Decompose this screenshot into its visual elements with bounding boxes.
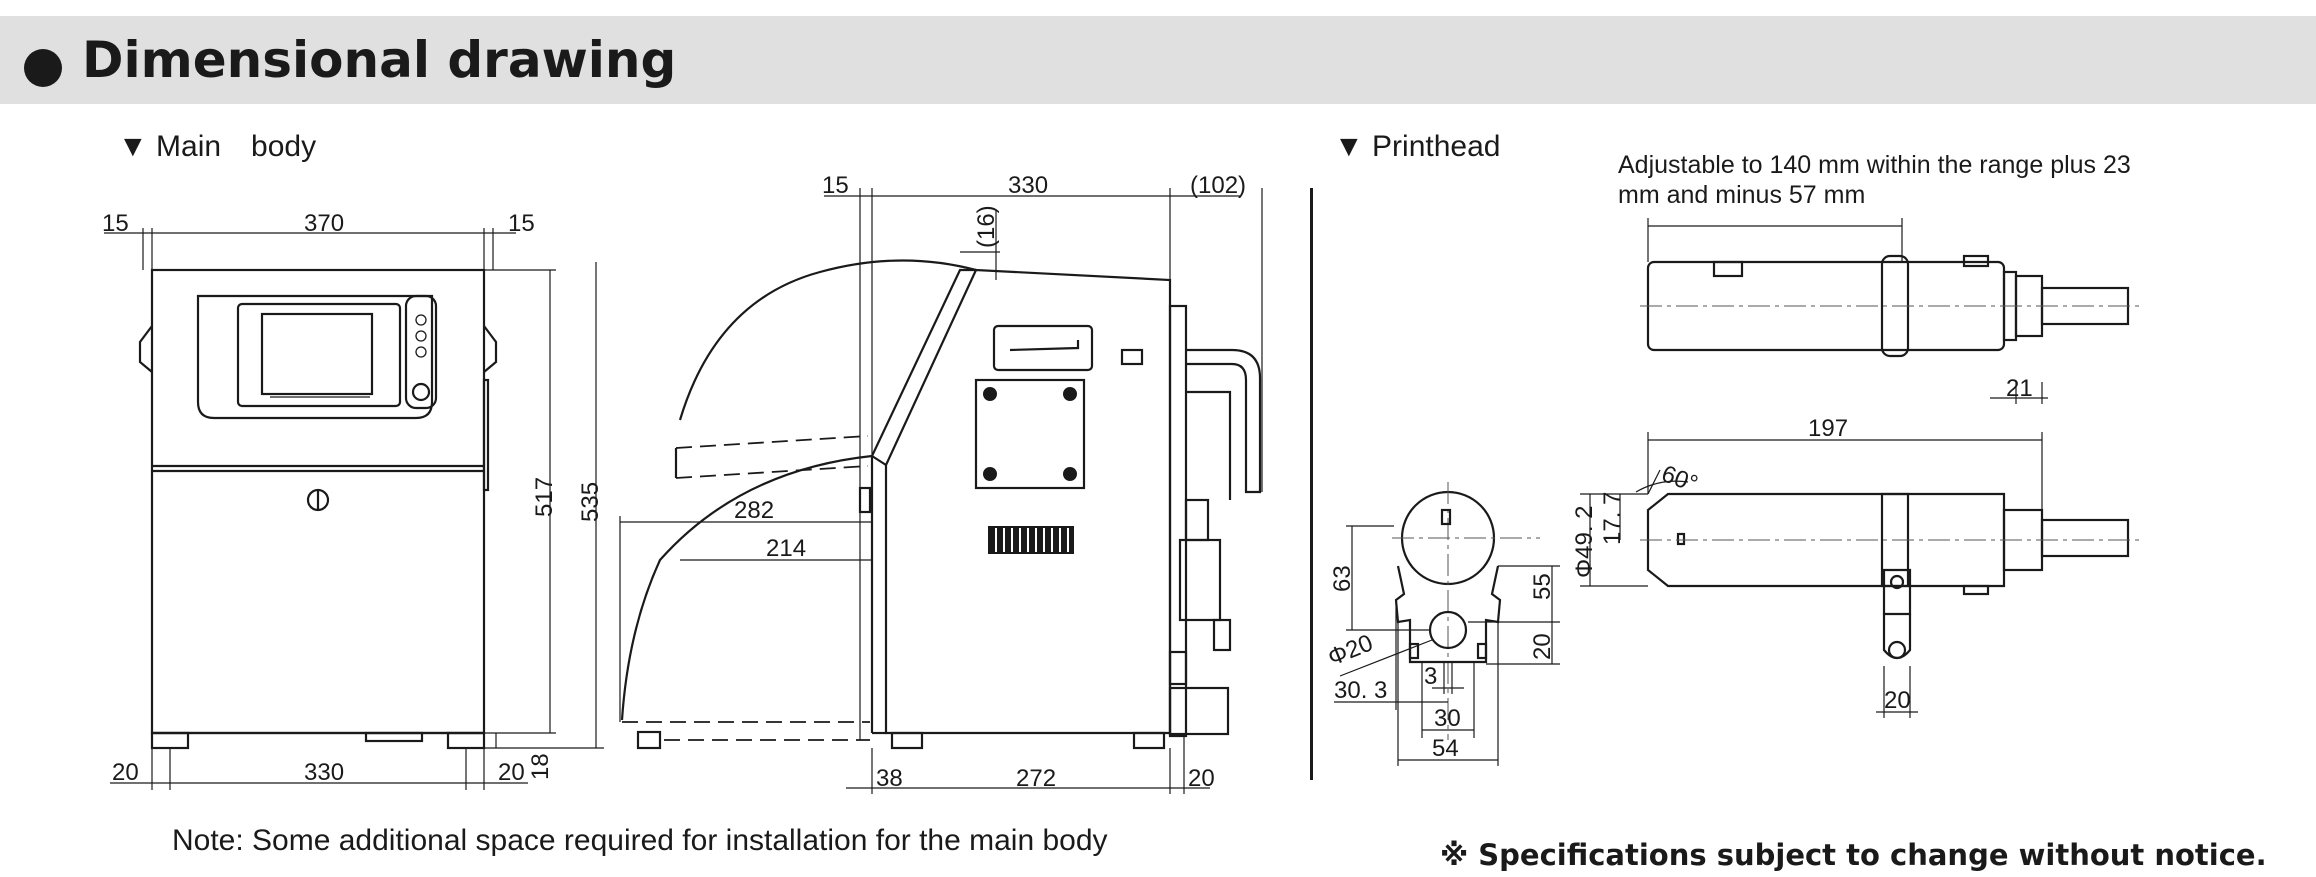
dim-ph-angle: 60° xyxy=(1658,460,1701,498)
printhead-top-view: 21 xyxy=(1640,218,2140,404)
dim-side-top-left: 15 xyxy=(822,172,849,199)
separator-line xyxy=(1310,188,1313,780)
dim-front-foot-left: 20 xyxy=(112,759,139,786)
dim-front-height-517: 517 xyxy=(531,477,558,517)
front-dimensions: 15 370 15 517 535 20 330 20 18 xyxy=(102,210,604,790)
dim-ph-197: 197 xyxy=(1808,415,1848,442)
dim-ph-h-63: 63 xyxy=(1329,565,1356,592)
printhead-front-view: 63 55 20 Φ20 30. 3 3 30 54 xyxy=(1324,482,1560,766)
main-body-label: ▼ Main body xyxy=(118,130,317,163)
dim-front-foot-right: 20 xyxy=(498,759,525,786)
dim-side-door-282: 282 xyxy=(734,497,774,524)
dim-side-door-214: 214 xyxy=(766,535,806,562)
dim-ph-w-30-3: 30. 3 xyxy=(1334,677,1387,704)
bullet-icon xyxy=(24,49,62,87)
printhead-label: ▼ Printhead xyxy=(1334,130,1501,163)
installation-note: Note: Some additional space required for… xyxy=(172,824,1108,857)
dim-front-foot-height: 18 xyxy=(527,753,554,780)
section-header: Dimensional drawing xyxy=(0,16,2316,104)
dim-front-base: 330 xyxy=(304,759,344,786)
side-view xyxy=(620,259,1262,750)
side-dimensions: 15 330 (102) (16) 282 214 38 272 20 xyxy=(619,172,1263,794)
dim-side-bottom-depth: 272 xyxy=(1016,765,1056,792)
specifications-notice: ※ Specifications subject to change witho… xyxy=(1440,838,2267,872)
dim-side-bottom-left: 38 xyxy=(876,765,903,792)
page-title: Dimensional drawing xyxy=(82,31,677,89)
front-view xyxy=(138,268,498,750)
dim-ph-w-20-side: 20 xyxy=(1884,687,1911,714)
dim-ph-w-30: 30 xyxy=(1434,705,1461,732)
dim-ph-h-20: 20 xyxy=(1529,633,1556,660)
dim-ph-w-54: 54 xyxy=(1432,735,1459,762)
adjustable-note: Adjustable to 140 mm within the range pl… xyxy=(1618,151,2131,209)
printhead-side-view: 197 60° Φ49. 2 17. 7 20 xyxy=(1571,415,2140,718)
dim-side-top-right: (102) xyxy=(1190,172,1246,199)
dim-ph-offset-17: 17. 7 xyxy=(1599,492,1626,545)
dim-ph-21: 21 xyxy=(2006,375,2033,402)
dim-ph-dia-49: Φ49. 2 xyxy=(1571,505,1598,578)
dim-front-height-535: 535 xyxy=(577,482,604,522)
dim-front-side-left: 15 xyxy=(102,210,129,237)
dim-side-gap: (16) xyxy=(973,205,1000,248)
dim-side-bottom-right: 20 xyxy=(1188,765,1215,792)
dim-front-width: 370 xyxy=(304,210,344,237)
dim-ph-w-3: 3 xyxy=(1424,663,1437,690)
dim-front-side-right: 15 xyxy=(508,210,535,237)
dim-ph-h-55: 55 xyxy=(1529,573,1556,600)
dim-side-depth: 330 xyxy=(1008,172,1048,199)
